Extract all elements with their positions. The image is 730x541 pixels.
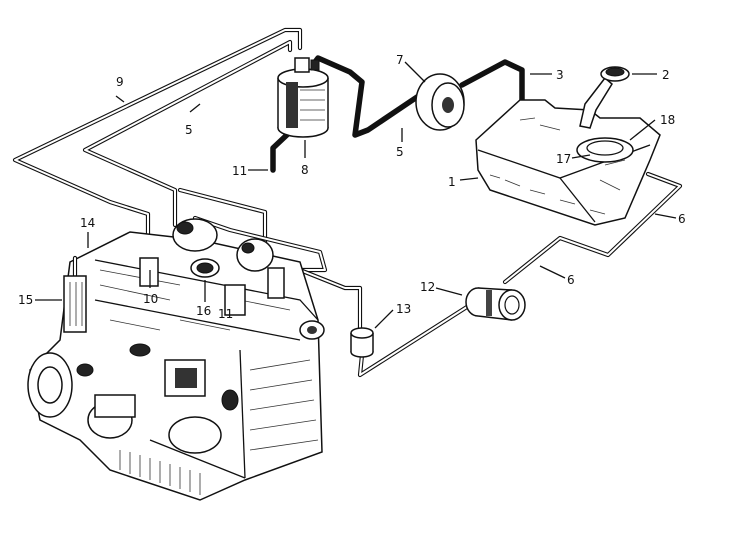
label-18: 18 [660,113,675,127]
label-6-upper: 6 [678,212,686,226]
label-11-engine: 11 [218,307,233,321]
label-6-lower: 6 [567,273,575,287]
label-8: 8 [301,163,309,177]
component-7 [415,73,465,131]
callout-labels: 1 2 3 5 5 6 6 7 8 9 10 11 11 12 13 14 15… [18,53,686,321]
label-7: 7 [396,53,404,67]
label-16: 16 [196,304,211,318]
hose-3 [459,59,525,123]
hose-11 [270,129,293,173]
label-3: 3 [556,68,564,82]
label-1: 1 [448,175,456,189]
label-17: 17 [556,152,571,166]
label-15: 15 [18,293,33,307]
label-10: 10 [143,292,158,306]
engine-assembly [27,231,325,501]
pipe-13-to-12 [357,302,473,378]
label-14: 14 [80,216,95,230]
pipe-9 [12,27,303,265]
label-5-upper: 5 [185,123,193,137]
pump-12 [465,287,526,321]
hose-5-to-7 [312,55,439,138]
label-12: 12 [420,280,435,294]
label-11-left: 11 [232,164,247,178]
sender-unit-17-18 [576,137,634,163]
carburettor-assembly [139,218,285,316]
leader-lines [35,61,677,329]
canister-8 [277,57,329,138]
filter-13 [350,327,374,358]
label-13: 13 [396,302,411,316]
pipe-to-filter-13 [277,259,363,333]
pipe-6 [502,171,683,285]
label-9: 9 [116,75,124,89]
pipe-5-upper [82,39,293,228]
filter-15 [63,255,87,333]
label-2: 2 [662,68,670,82]
filler-neck-2 [579,66,630,129]
label-5-lower: 5 [396,145,404,159]
